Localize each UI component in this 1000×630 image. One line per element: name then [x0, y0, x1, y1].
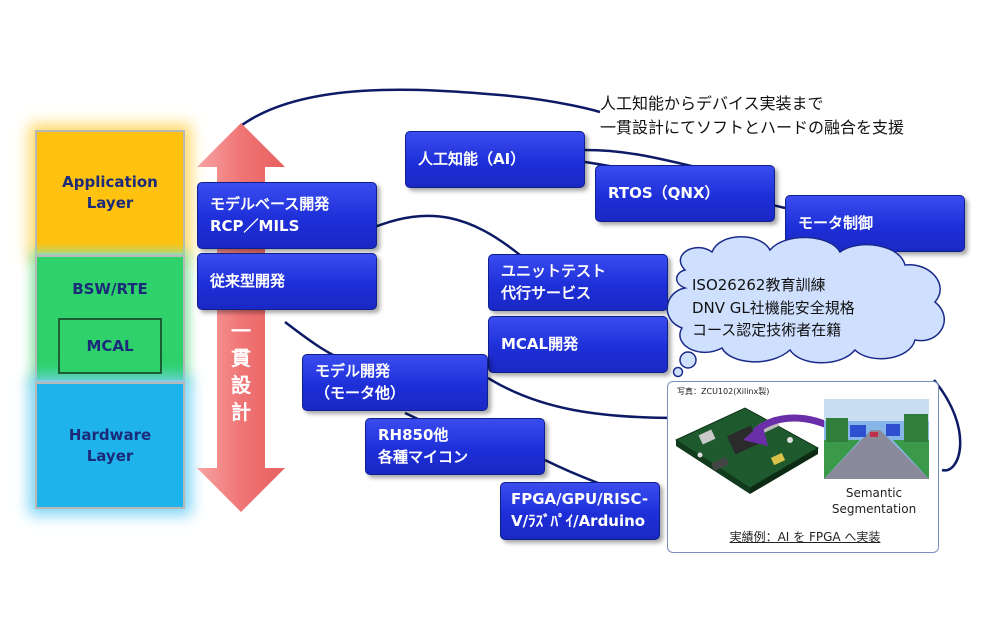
vertical-char: 貫 — [231, 346, 251, 370]
rtos-box[interactable]: RTOS（QNX） — [595, 165, 775, 222]
unit-test-box[interactable]: ユニットテスト 代行サービス — [488, 254, 668, 311]
connector-modelbased-to-unittest — [371, 214, 521, 256]
application-layer: Application Layer — [35, 130, 185, 255]
connector-top-arc — [237, 88, 601, 129]
consistent-design-label: 一 貫 設 計 — [226, 318, 256, 426]
connector-modeldev-to-photo — [487, 376, 681, 420]
mcal-layer: MCAL — [58, 318, 162, 374]
hardware-layer: Hardware Layer — [35, 382, 185, 509]
cloud-shape — [666, 236, 945, 364]
cloud-text: ISO26262教育訓練 DNV GL社機能安全規格 コース認定技術者在籍 — [692, 276, 855, 339]
connector-right-arc — [933, 379, 962, 472]
rh850-box[interactable]: RH850他 各種マイコン — [365, 418, 545, 475]
model-dev-box[interactable]: モデル開発 （モータ他） — [302, 354, 488, 411]
segmentation-image — [824, 399, 929, 479]
photo-label: 写真：ZCU102(Xilinx製) — [677, 387, 770, 396]
conventional-dev-box[interactable]: 従来型開発 — [197, 253, 377, 310]
vertical-char: 計 — [231, 400, 251, 424]
vertical-char: 設 — [231, 373, 251, 397]
mcal-dev-box[interactable]: MCAL開発 — [488, 316, 668, 373]
connector-rh850-to-fpga — [544, 458, 599, 485]
implementation-arrowhead — [743, 423, 768, 446]
model-based-dev-box[interactable]: モデルベース開発 RCP／MILS — [197, 182, 377, 249]
ai-box[interactable]: 人工知能（AI） — [405, 131, 585, 188]
fpga-box[interactable]: FPGA/GPU/RISC- V/ﾗｽﾞﾊﾟｲ/Arduino — [500, 482, 660, 540]
cloud-tail-large — [679, 351, 697, 369]
example-caption: 実績例：AI を FPGA へ実装 — [729, 530, 881, 544]
cloud-tail-small — [672, 366, 684, 378]
caption-text: 人工知能からデバイス実装まで 一貫設計にてソフトとハードの融合を支援 — [600, 94, 905, 137]
segmentation-label: Semantic Segmentation — [831, 486, 917, 517]
vertical-char: 一 — [231, 319, 251, 343]
